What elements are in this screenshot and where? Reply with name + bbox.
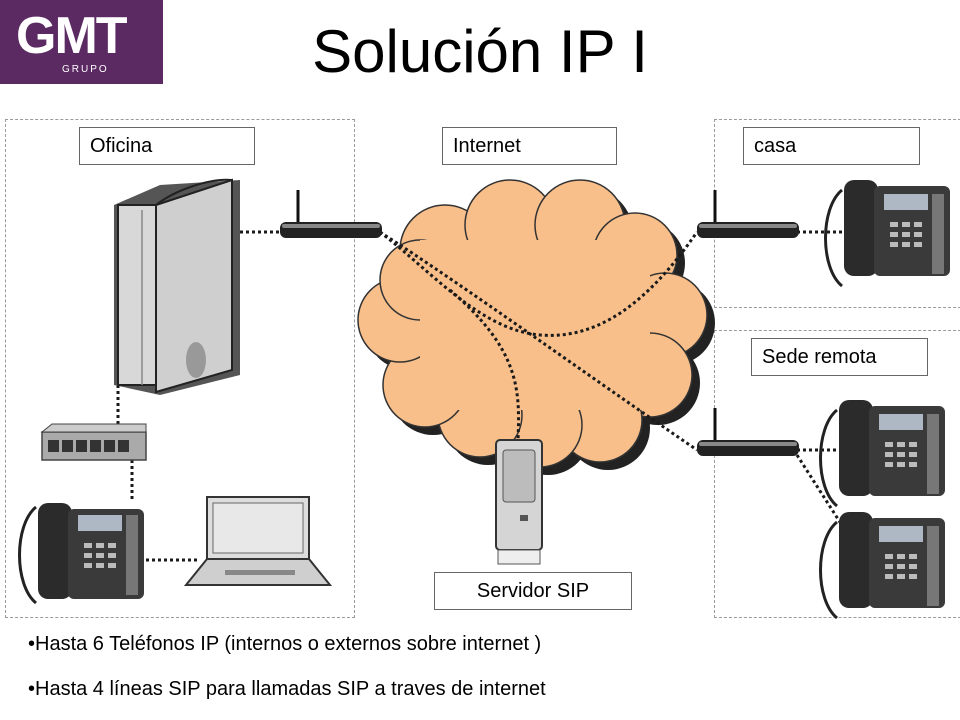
ip-phone-home-icon xyxy=(824,180,950,288)
pbx-icon xyxy=(114,178,240,395)
router-home-icon xyxy=(697,190,799,238)
bullet-telefonos: •Hasta 6 Teléfonos IP (internos o extern… xyxy=(28,633,542,655)
router-remote-icon xyxy=(697,408,799,456)
label-oficina: Oficina xyxy=(79,127,255,165)
link-cloud-server xyxy=(449,288,521,441)
laptop-icon xyxy=(183,496,333,586)
logo-text: GMT xyxy=(16,7,128,65)
label-casa: casa xyxy=(743,127,920,165)
label-internet: Internet xyxy=(442,127,617,165)
internet-cloud-body xyxy=(420,240,650,410)
ip-phone-remote-2-icon xyxy=(819,512,945,620)
logo-subtitle: GRUPO xyxy=(62,64,109,75)
ip-phone-office-icon xyxy=(18,503,144,605)
link-office-remote xyxy=(379,230,698,452)
ip-phone-remote-1-icon xyxy=(819,400,945,508)
office-zone xyxy=(5,119,355,618)
router-office-icon xyxy=(280,190,382,238)
label-servidor-sip: Servidor SIP xyxy=(434,572,632,610)
sip-server-icon xyxy=(495,439,543,565)
page-title: Solución IP I xyxy=(312,18,648,85)
label-sede-remota: Sede remota xyxy=(751,338,928,376)
logo: GMT GRUPO xyxy=(0,0,163,84)
link-office-home xyxy=(379,230,699,337)
switch-icon xyxy=(40,423,147,461)
links xyxy=(116,230,850,562)
bullet-lineas-sip: •Hasta 4 líneas SIP para llamadas SIP a … xyxy=(28,678,546,700)
link-router-remote-phone2 xyxy=(795,454,847,531)
